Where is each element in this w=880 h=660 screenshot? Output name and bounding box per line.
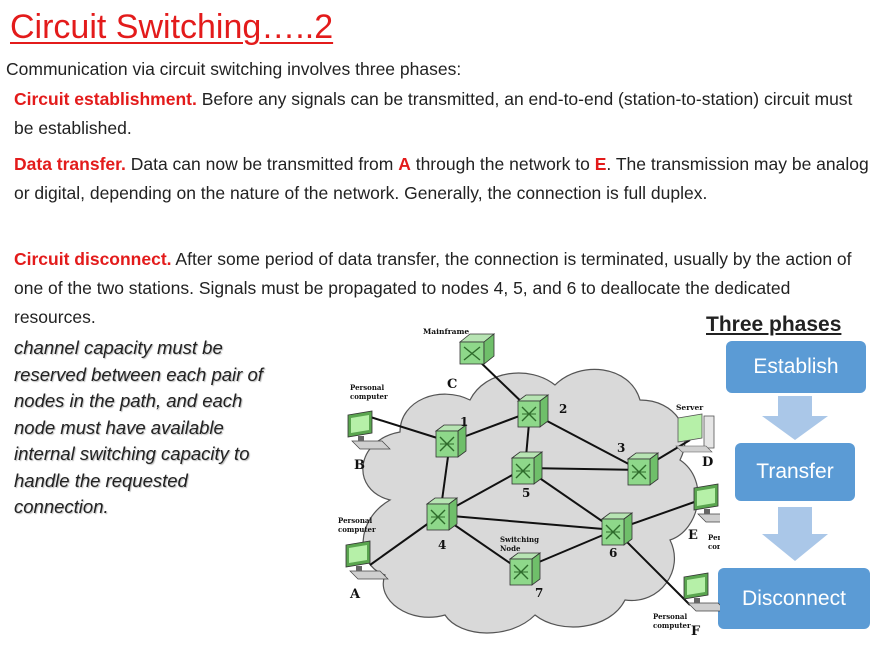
- phase-transfer-paragraph: Data transfer. Data can now be transmitt…: [14, 150, 874, 208]
- transfer-text-b: through the network to: [410, 154, 595, 174]
- transfer-highlight-e: E: [594, 154, 607, 174]
- switching-node-2: [517, 394, 549, 428]
- disconnect-text: After some period of data transfer, the …: [14, 249, 852, 327]
- phase-disconnect-paragraph: Circuit disconnect. After some period of…: [14, 245, 874, 332]
- personal-computer-e-icon: [693, 483, 720, 523]
- three-phases-title: Three phases: [706, 313, 842, 336]
- node-label-4: 4: [438, 538, 446, 552]
- disconnect-label: Circuit disconnect.: [14, 249, 172, 269]
- switching-node-1: [435, 424, 467, 458]
- switching-node-4: [426, 497, 458, 531]
- side-note: channel capacity must be reserved betwee…: [14, 337, 263, 517]
- phase-establishment-paragraph: Circuit establishment. Before any signal…: [14, 85, 874, 143]
- down-arrow-icon: [762, 507, 828, 561]
- server-label: Server: [676, 403, 704, 412]
- transfer-label: Data transfer.: [14, 154, 126, 174]
- node-label-2: 2: [559, 402, 567, 416]
- down-arrow-icon: [762, 396, 828, 440]
- station-label-a: A: [349, 587, 361, 602]
- establishment-text: Before any signals can be transmitted, a…: [14, 89, 853, 138]
- node-label-5: 5: [522, 486, 530, 500]
- transfer-highlight-a: A: [398, 154, 411, 174]
- station-label-f: F: [691, 624, 701, 639]
- transfer-text-a: Data can now be transmitted from: [125, 154, 399, 174]
- mainframe-icon: [458, 333, 496, 365]
- switching-node-7: [509, 552, 541, 586]
- mainframe-label: Mainframe: [423, 327, 469, 336]
- phase-transfer-box: Transfer: [735, 443, 855, 501]
- node-label-1: 1: [460, 415, 468, 429]
- node-label-3: 3: [617, 441, 625, 455]
- station-label-d: D: [702, 455, 713, 470]
- switching-node-5: [511, 451, 543, 485]
- node-label-6: 6: [609, 546, 617, 560]
- establishment-label: Circuit establishment.: [14, 89, 197, 109]
- slide-title: Circuit Switching…..2: [10, 8, 334, 46]
- transfer-text-c: . The transmission may be analog or digi…: [14, 154, 869, 203]
- switching-node-6: [601, 512, 633, 546]
- station-label-e: E: [688, 528, 698, 543]
- phase-establish-box: Establish: [726, 341, 866, 393]
- intro-text: Communication via circuit switching invo…: [6, 59, 462, 79]
- station-label-b: B: [354, 458, 365, 473]
- phase-disconnect-box: Disconnect: [718, 568, 870, 629]
- switching-node-3: [627, 452, 659, 486]
- server-icon: [675, 413, 715, 453]
- node-label-7: 7: [535, 586, 543, 600]
- station-label-c: C: [447, 377, 457, 392]
- personal-computer-b-icon: [347, 410, 391, 450]
